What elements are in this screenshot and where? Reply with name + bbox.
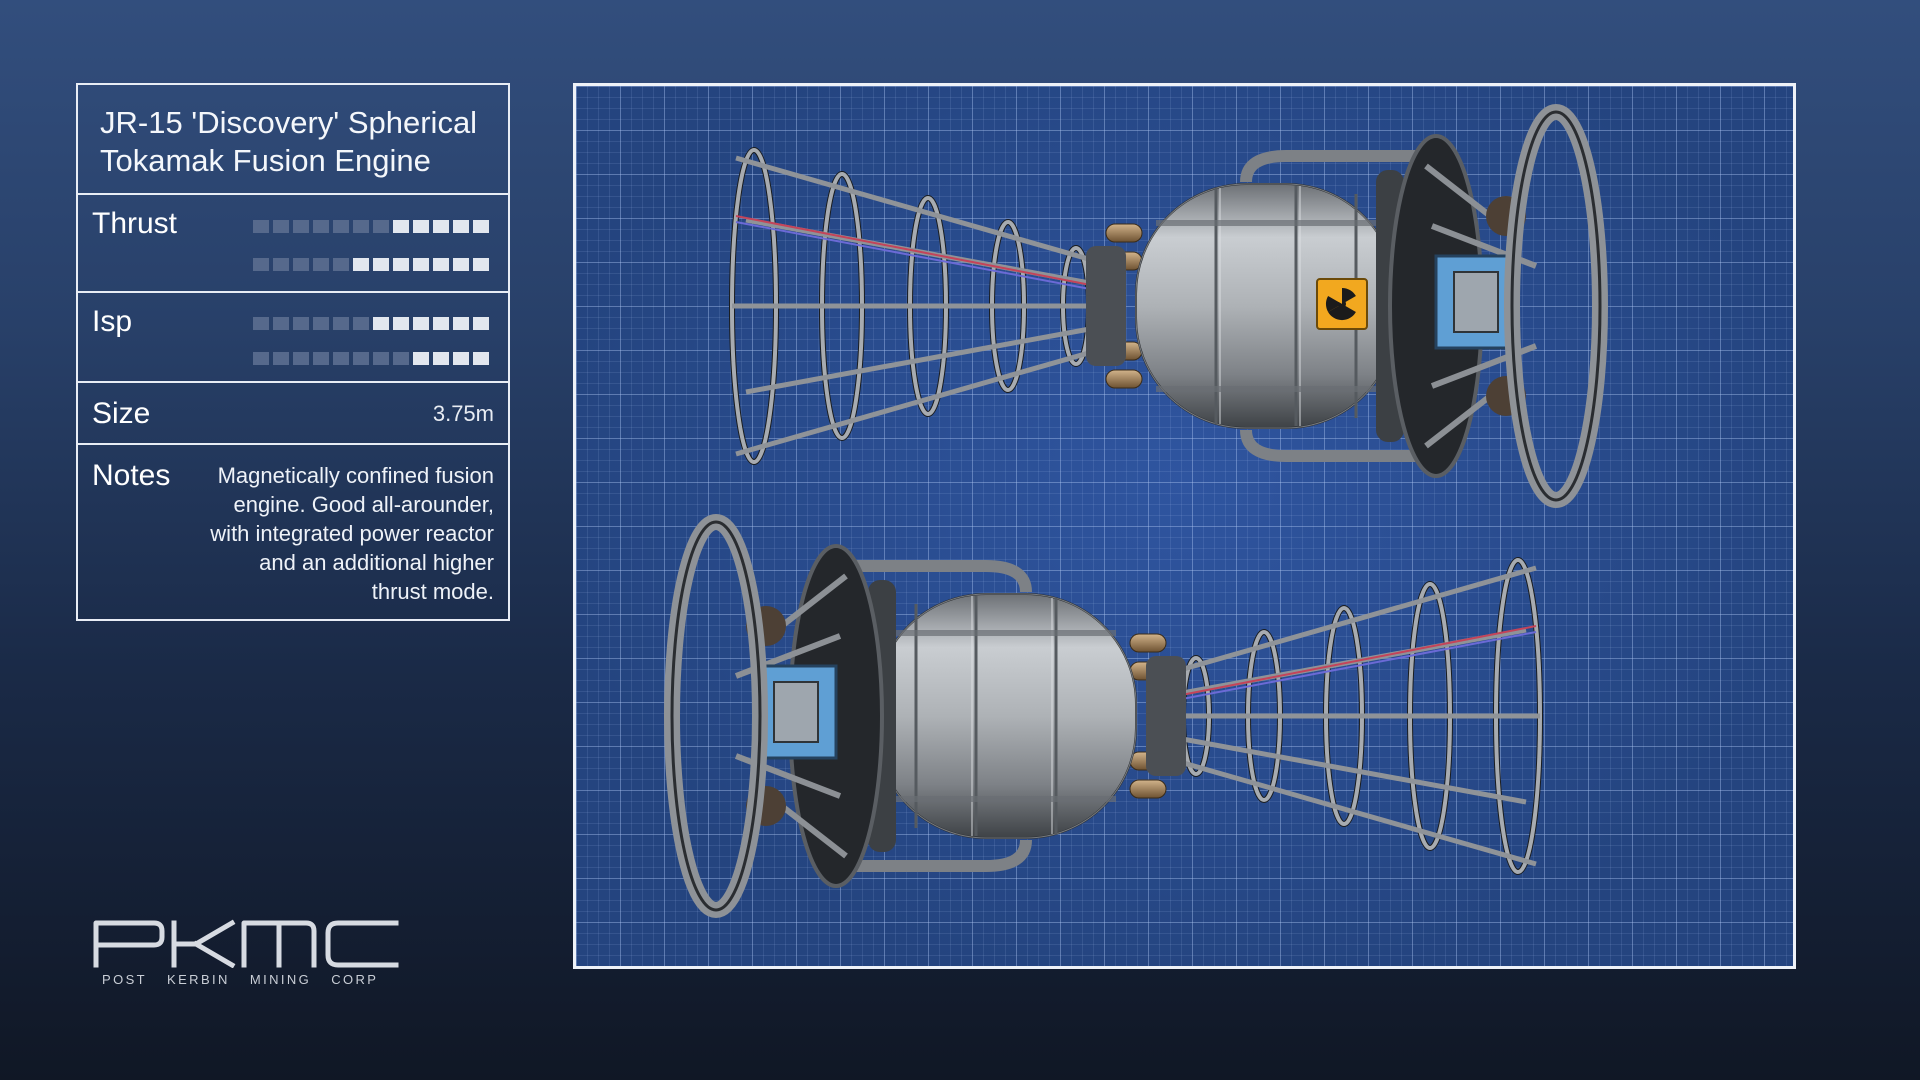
bar-segment: [313, 352, 329, 365]
bar-segment: [433, 352, 449, 365]
logo-subtitle-word: CORP: [331, 972, 379, 987]
bar-segment: [413, 258, 429, 271]
bar-segment: [473, 258, 489, 271]
bar-segment: [353, 258, 369, 271]
bar-segment: [313, 220, 329, 233]
bar-segment: [333, 258, 349, 271]
bar-segment: [453, 220, 469, 233]
bar-segment: [453, 317, 469, 330]
bar-segment: [473, 352, 489, 365]
pkmc-logo: POST KERBIN MINING CORP: [92, 918, 402, 987]
bar-segment: [353, 317, 369, 330]
notes-line: with integrated power reactor: [210, 521, 494, 546]
bar-segment: [433, 258, 449, 271]
isp-label: Isp: [92, 305, 133, 338]
bar-segment: [273, 220, 289, 233]
bar-segment: [353, 352, 369, 365]
notes-label: Notes: [92, 459, 171, 492]
pkmc-wordmark: [93, 919, 399, 968]
bar-segment: [293, 258, 309, 271]
isp-bar-1: [253, 317, 489, 330]
size-section: Size 3.75m: [78, 383, 508, 445]
bar-segment: [473, 220, 489, 233]
bar-segment: [453, 258, 469, 271]
bar-segment: [273, 352, 289, 365]
notes-section: Notes Magnetically confined fusion engin…: [78, 445, 508, 619]
size-label: Size: [92, 397, 151, 430]
bar-segment: [293, 317, 309, 330]
thrust-bar-2: [253, 258, 489, 271]
bar-segment: [393, 317, 409, 330]
logo-subtitle-word: POST: [102, 972, 147, 987]
bar-segment: [333, 317, 349, 330]
isp-section: Isp: [78, 293, 508, 383]
logo-subtitle-word: KERBIN: [167, 972, 230, 987]
bar-segment: [373, 317, 389, 330]
isp-bar-2: [253, 352, 489, 365]
thrust-section: Thrust: [78, 195, 508, 293]
bar-segment: [373, 258, 389, 271]
bar-segment: [413, 352, 429, 365]
bar-segment: [253, 352, 269, 365]
bar-segment: [333, 352, 349, 365]
bar-segment: [433, 317, 449, 330]
bar-segment: [393, 258, 409, 271]
pkmc-subtitle: POST KERBIN MINING CORP: [102, 972, 392, 987]
bar-segment: [413, 317, 429, 330]
bar-segment: [273, 258, 289, 271]
bar-segment: [453, 352, 469, 365]
bar-segment: [313, 317, 329, 330]
blueprint-frame: [573, 83, 1796, 969]
bar-segment: [253, 220, 269, 233]
bar-segment: [253, 258, 269, 271]
bar-segment: [393, 220, 409, 233]
bar-segment: [373, 352, 389, 365]
bar-segment: [353, 220, 369, 233]
notes-line: Magnetically confined fusion: [217, 463, 494, 488]
engine-bottom-view: [646, 506, 1636, 926]
bar-segment: [393, 352, 409, 365]
thrust-label: Thrust: [92, 207, 178, 240]
engine-top-view: [636, 96, 1626, 516]
bar-segment: [313, 258, 329, 271]
notes-line: thrust mode.: [371, 579, 494, 604]
bar-segment: [293, 352, 309, 365]
bar-segment: [293, 220, 309, 233]
logo-subtitle-word: MINING: [249, 972, 312, 987]
radiation-icon: [1316, 278, 1368, 330]
bar-segment: [333, 220, 349, 233]
size-value: 3.75m: [432, 401, 494, 426]
engine-title: JR-15 'Discovery' Spherical Tokamak Fusi…: [78, 85, 508, 195]
bar-segment: [253, 317, 269, 330]
notes-line: engine. Good all-arounder,: [233, 492, 494, 517]
spec-card: JR-15 'Discovery' Spherical Tokamak Fusi…: [76, 83, 510, 621]
bar-segment: [413, 220, 429, 233]
notes-line: and an additional higher: [259, 550, 494, 575]
engine-title-line-2: Tokamak Fusion Engine: [100, 143, 431, 178]
notes-text: Magnetically confined fusion engine. Goo…: [184, 461, 494, 606]
bar-segment: [373, 220, 389, 233]
bar-segment: [273, 317, 289, 330]
engine-title-line-1: JR-15 'Discovery' Spherical: [100, 105, 478, 140]
bar-segment: [433, 220, 449, 233]
bar-segment: [473, 317, 489, 330]
thrust-bar-1: [253, 220, 489, 233]
